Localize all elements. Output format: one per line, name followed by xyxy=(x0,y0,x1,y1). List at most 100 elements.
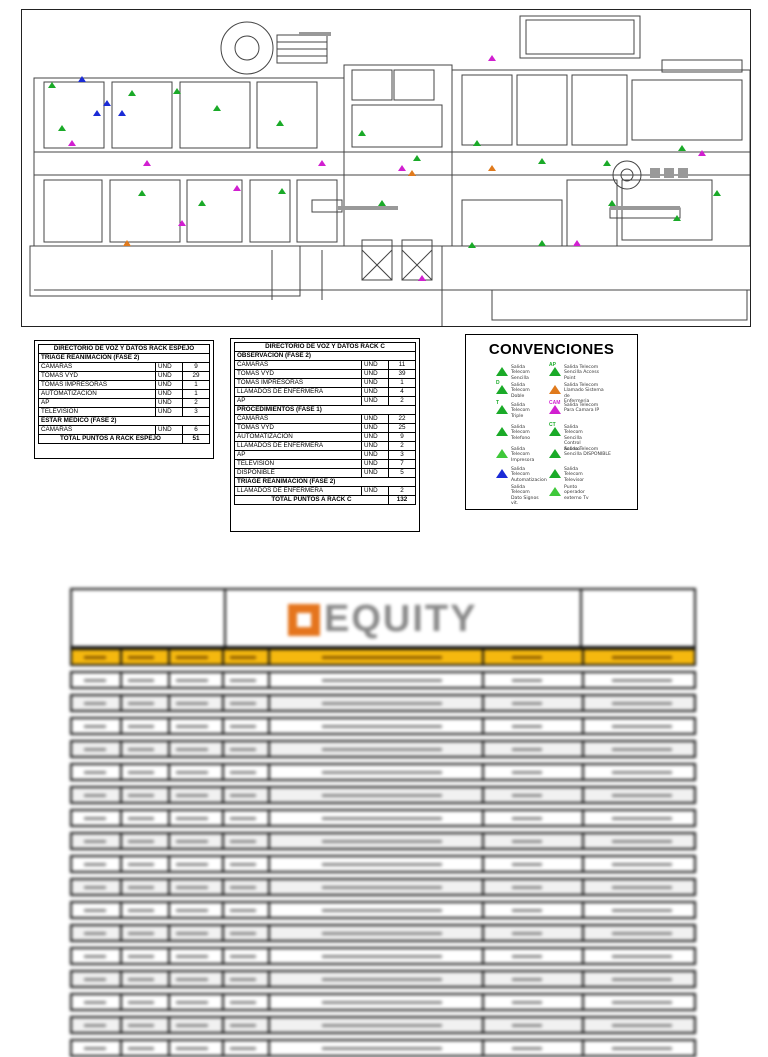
blurred-text xyxy=(176,817,208,820)
rack-c-title: DIRECTORIO DE VOZ Y DATOS RACK C xyxy=(234,342,416,352)
blurred-text xyxy=(512,748,542,751)
item-qty: 3 xyxy=(388,450,416,460)
table-cell-divider xyxy=(120,742,122,756)
table-cell-divider xyxy=(168,719,170,733)
table-cell-divider xyxy=(482,696,484,710)
table-cell-divider xyxy=(120,903,122,917)
table-cell-divider xyxy=(222,650,224,664)
blurred-text xyxy=(84,863,106,866)
table-cell-divider xyxy=(222,696,224,710)
header-left-block xyxy=(72,590,226,646)
table-cell-divider xyxy=(222,857,224,871)
table-cell-divider xyxy=(168,788,170,802)
table-cell-divider xyxy=(168,742,170,756)
table-cell-divider xyxy=(482,880,484,894)
total-value: 51 xyxy=(182,434,210,444)
table-cell-divider xyxy=(582,972,584,986)
table-cell-divider xyxy=(168,811,170,825)
item-name: AUTOMATIZACION xyxy=(234,432,362,442)
equity-logo-icon xyxy=(288,604,320,636)
blurred-text xyxy=(128,1001,154,1004)
table-cell-divider xyxy=(168,880,170,894)
table-cell-divider xyxy=(120,995,122,1009)
outlet-symbol-icon xyxy=(549,449,561,458)
item-unit: UND xyxy=(361,360,389,370)
blurred-text xyxy=(128,978,154,981)
table-cell-divider xyxy=(268,834,270,848)
outlet-code: T xyxy=(496,400,500,406)
blurred-text xyxy=(322,909,442,912)
item-qty: 5 xyxy=(388,468,416,478)
blurred-text xyxy=(230,817,256,820)
blurred-text xyxy=(128,679,154,682)
blurred-text xyxy=(128,840,154,843)
table-row xyxy=(70,832,696,850)
section-title: OBSERVACION (FASE 2) xyxy=(234,351,416,361)
outlet-code: AP xyxy=(549,362,556,368)
table-cell-divider xyxy=(268,719,270,733)
blurred-text xyxy=(84,656,106,659)
table-cell-divider xyxy=(168,1041,170,1055)
item-name: CAMARAS xyxy=(234,414,362,424)
table-cell-divider xyxy=(582,903,584,917)
blurred-text xyxy=(176,863,208,866)
item-qty: 2 xyxy=(388,486,416,496)
table-cell-divider xyxy=(222,1018,224,1032)
item-qty: 1 xyxy=(388,378,416,388)
table-cell-divider xyxy=(222,995,224,1009)
blurred-text xyxy=(84,725,106,728)
blurred-text xyxy=(84,909,106,912)
blurred-text xyxy=(128,748,154,751)
blurred-text xyxy=(512,702,542,705)
blurred-text xyxy=(84,679,106,682)
blurred-text xyxy=(230,725,256,728)
blurred-text xyxy=(612,817,672,820)
outlet-symbol-icon xyxy=(496,449,508,458)
table-cell-divider xyxy=(482,1018,484,1032)
table-row xyxy=(70,878,696,896)
table-cell-divider xyxy=(222,903,224,917)
blurred-text xyxy=(512,817,542,820)
table-cell-divider xyxy=(222,834,224,848)
table-cell-divider xyxy=(120,880,122,894)
item-name: LLAMADOS DE ENFERMERA xyxy=(234,486,362,496)
table-cell-divider xyxy=(222,719,224,733)
blurred-text xyxy=(176,725,208,728)
blurred-text xyxy=(128,932,154,935)
blurred-text xyxy=(612,978,672,981)
blurred-text xyxy=(322,771,442,774)
item-name: DISPONIBLE xyxy=(234,468,362,478)
outlet-symbol-icon xyxy=(496,427,508,436)
table-cell-divider xyxy=(582,673,584,687)
blurred-text xyxy=(176,840,208,843)
table-cell-divider xyxy=(582,949,584,963)
table-cell-divider xyxy=(482,972,484,986)
table-row xyxy=(70,1039,696,1057)
table-cell-divider xyxy=(268,880,270,894)
item-name: AP xyxy=(234,450,362,460)
table-row xyxy=(70,901,696,919)
item-unit: UND xyxy=(361,369,389,379)
blurred-text xyxy=(512,679,542,682)
item-name: TOMAS VYD xyxy=(234,423,362,433)
table-cell-divider xyxy=(222,765,224,779)
table-cell-divider xyxy=(582,788,584,802)
blurred-text xyxy=(512,1001,542,1004)
outlet-code: D xyxy=(496,380,500,386)
table-cell-divider xyxy=(268,1041,270,1055)
